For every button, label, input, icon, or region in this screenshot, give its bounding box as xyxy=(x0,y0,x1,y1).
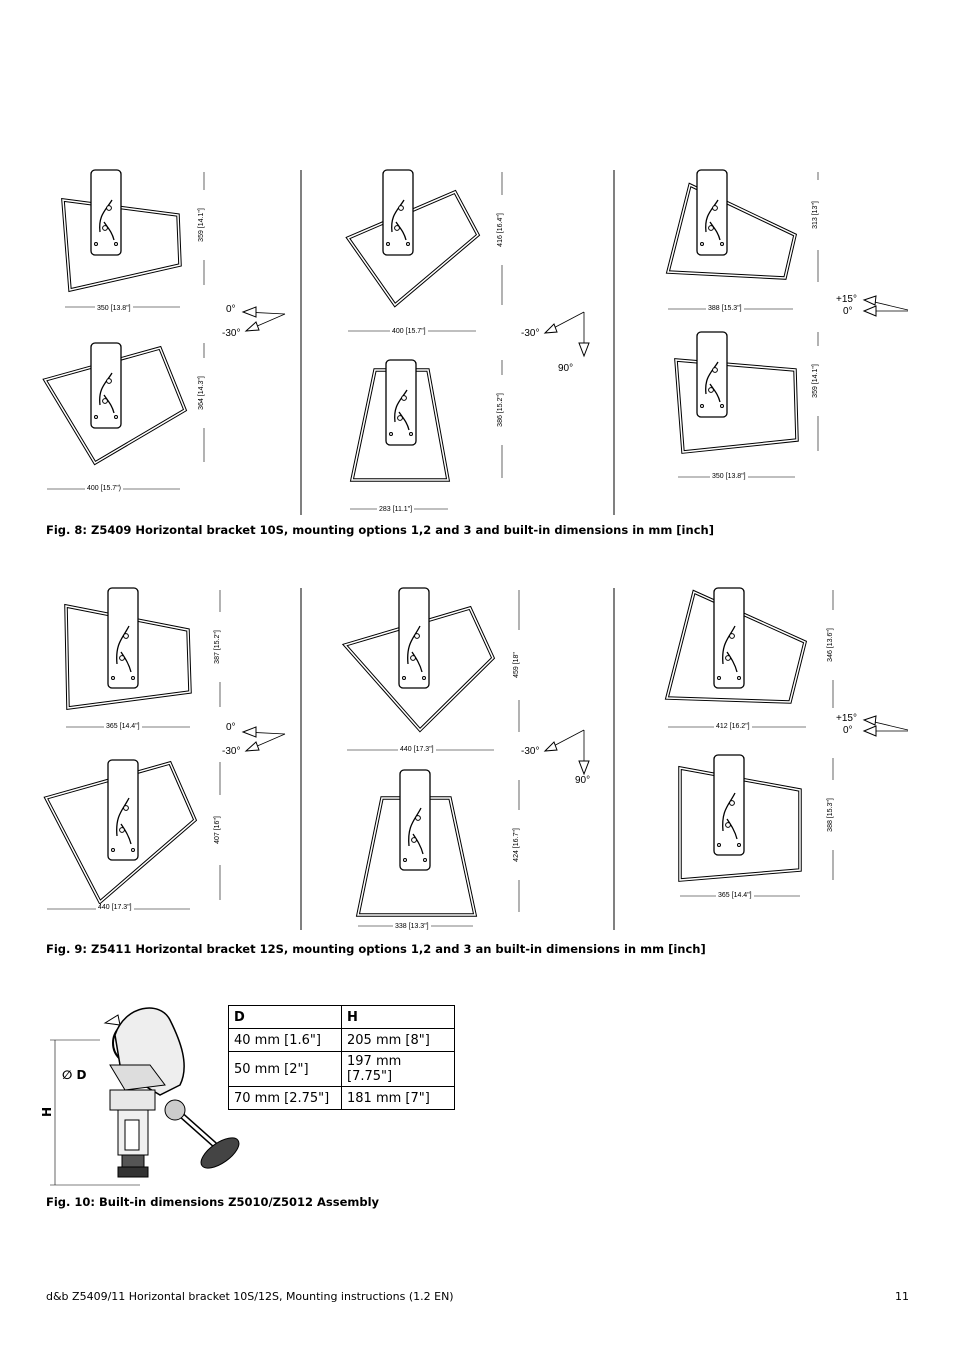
angle-arrows-middle xyxy=(543,311,590,358)
bracket-12s-option3-bottom xyxy=(678,754,834,897)
dim-label: 387 [15.2"] xyxy=(214,612,221,682)
table-header: D xyxy=(228,1005,342,1029)
bracket-10s-option3-top xyxy=(665,169,819,310)
dim-label: 388 [15.3"] xyxy=(706,305,744,312)
dimension-table: D H 40 mm [1.6"] 205 mm [8"] 50 mm [2"] … xyxy=(228,1005,455,1110)
table-row: 50 mm [2"] 197 mm [7.75"] xyxy=(228,1051,455,1087)
table-cell: 181 mm [7"] xyxy=(341,1086,455,1110)
angle-label: +15° xyxy=(836,294,857,305)
angle-label: 90° xyxy=(575,775,591,786)
dim-label: 365 [14.4"] xyxy=(104,723,142,730)
angle-label: -30° xyxy=(222,746,241,757)
dim-label: 459 [18" xyxy=(513,630,520,700)
dim-label: 400 [15.7") xyxy=(85,485,124,492)
table-cell: 70 mm [2.75"] xyxy=(228,1086,342,1110)
bracket-10s-option2-bottom xyxy=(349,359,503,510)
table-cell: 197 mm [7.75"] xyxy=(341,1051,455,1087)
angle-arrows-right xyxy=(862,295,909,317)
table-cell: 50 mm [2"] xyxy=(228,1051,342,1087)
figure-caption: Fig. 9: Z5411 Horizontal bracket 12S, mo… xyxy=(46,942,706,956)
dim-label: 364 [14.3"] xyxy=(198,358,205,428)
dim-label: 386 [15.2"] xyxy=(497,375,504,445)
dim-label: 283 [11.1"] xyxy=(377,506,415,513)
dim-label: 338 [13.3"] xyxy=(393,923,431,930)
table-cell: 40 mm [1.6"] xyxy=(228,1028,342,1052)
dim-label: 388 [15.3"] xyxy=(827,780,834,850)
table-row: 70 mm [2.75"] 181 mm [7"] xyxy=(228,1086,455,1110)
diameter-label: ∅ D xyxy=(62,1068,87,1082)
dim-label: 350 [13.8"] xyxy=(710,473,748,480)
angle-label: 0° xyxy=(843,725,853,736)
footer-text: d&b Z5409/11 Horizontal bracket 10S/12S,… xyxy=(46,1290,454,1303)
bracket-12s-option3-top xyxy=(664,587,834,728)
table-row: 40 mm [1.6"] 205 mm [8"] xyxy=(228,1028,455,1052)
bracket-10s-option3-bottom xyxy=(674,331,819,478)
angle-label: 0° xyxy=(843,306,853,317)
angle-label: -30° xyxy=(521,328,540,339)
angle-label: +15° xyxy=(836,713,857,724)
angle-arrows-right-12s xyxy=(862,715,909,737)
dim-label: 412 [16.2"] xyxy=(714,723,752,730)
bracket-10s-option1-bottom xyxy=(42,342,205,490)
dim-label: 350 [13.8"] xyxy=(95,305,133,312)
table-header-row: D H xyxy=(228,1005,455,1029)
bracket-12s-option1-bottom xyxy=(43,759,221,910)
angle-label: 0° xyxy=(226,304,236,315)
bracket-12s-option2-bottom xyxy=(355,769,520,927)
dim-label: 416 [16.4"] xyxy=(497,195,504,265)
angle-label: -30° xyxy=(521,746,540,757)
angle-arrows-middle-12s xyxy=(543,729,590,776)
bracket-10s-option2-top xyxy=(345,169,503,332)
dim-label: 359 [14.1"] xyxy=(198,190,205,260)
dim-label: 424 [16.7"] xyxy=(513,810,520,880)
angle-label: -30° xyxy=(222,328,241,339)
dim-label: 346 [13.6"] xyxy=(827,610,834,680)
figure-caption: Fig. 10: Built-in dimensions Z5010/Z5012… xyxy=(46,1195,380,1209)
bracket-12s-option1-top xyxy=(64,587,221,728)
angle-arrows-left-12s xyxy=(241,726,286,752)
clamp-assembly-drawing xyxy=(50,1007,240,1186)
page-number: 11 xyxy=(895,1290,909,1303)
angle-label: 0° xyxy=(226,722,236,733)
bracket-10s-option1-top xyxy=(61,169,205,308)
dim-label: 359 [14.1"] xyxy=(812,346,819,416)
table-header: H xyxy=(341,1005,455,1029)
bracket-12s-option2-top xyxy=(341,587,520,751)
dim-label: 365 [14.4"] xyxy=(716,892,754,899)
figure-caption: Fig. 8: Z5409 Horizontal bracket 10S, mo… xyxy=(46,523,714,537)
dim-label: 440 [17.3"] xyxy=(398,746,436,753)
figure-8-drawing xyxy=(42,169,909,515)
angle-label: 90° xyxy=(558,363,574,374)
dim-label: 407 [16"] xyxy=(214,795,221,865)
dim-label: 440 [17.3"] xyxy=(96,904,134,911)
table-cell: 205 mm [8"] xyxy=(341,1028,455,1052)
dim-label: 313 [13"] xyxy=(812,180,819,250)
angle-arrows-left xyxy=(241,306,286,332)
height-label: H xyxy=(40,1106,55,1118)
figure-9-drawing xyxy=(43,587,909,930)
dim-label: 400 [15.7"] xyxy=(390,328,428,335)
